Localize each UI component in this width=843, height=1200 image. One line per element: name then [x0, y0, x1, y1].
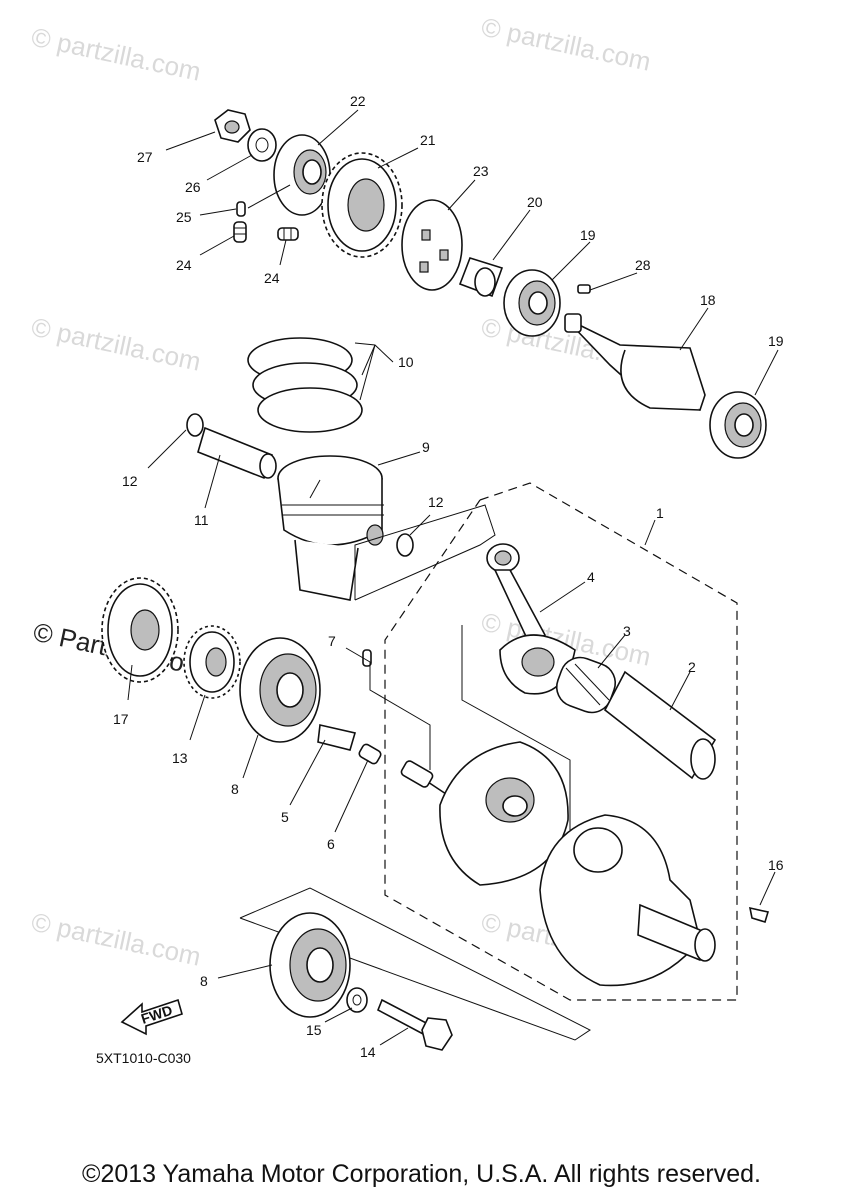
watermark: © partzilla.com: [29, 907, 204, 972]
forward-direction-arrow-icon: FWD: [120, 998, 183, 1036]
callout-19-lower: 19: [768, 333, 784, 349]
callout-12-right: 12: [428, 494, 444, 510]
part-19-bearing-lower: [709, 391, 767, 459]
callout-26: 26: [185, 179, 201, 195]
callout-15: 15: [306, 1022, 322, 1038]
crank-left-half: [400, 741, 569, 886]
part-19-bearing-upper: [503, 269, 561, 337]
callout-28: 28: [635, 257, 651, 273]
callout-27: 27: [137, 149, 153, 165]
part-10-piston-rings: [247, 337, 363, 433]
part-8-bearing-lower: [269, 912, 351, 1018]
callout-24-right: 24: [264, 270, 280, 286]
callout-7: 7: [328, 633, 336, 649]
callout-20: 20: [527, 194, 543, 210]
copyright-notice: ©2013 Yamaha Motor Corporation, U.S.A. A…: [82, 1160, 761, 1188]
part-12-circlip-right: [396, 533, 414, 557]
callout-17: 17: [113, 711, 129, 727]
callout-10: 10: [398, 354, 414, 370]
part-23-plate: [401, 199, 463, 291]
callout-18: 18: [700, 292, 716, 308]
callout-6: 6: [327, 836, 335, 852]
part-4-connecting-rod: [486, 543, 576, 695]
callout-16: 16: [768, 857, 784, 873]
callout-5: 5: [281, 809, 289, 825]
watermark: © partzilla.com: [479, 12, 654, 77]
callout-23: 23: [473, 163, 489, 179]
part-13-gear: [183, 625, 241, 699]
piston-to-rod-outline: [354, 504, 496, 601]
part-22-hub: [273, 134, 331, 216]
part-26-lock-washer: [247, 128, 277, 162]
part-28-key: [577, 284, 591, 294]
part-2-crank-pin: [603, 670, 717, 780]
part-24-spring: [233, 221, 299, 243]
part-9-piston: [277, 455, 384, 601]
lower-assembly-outline: [239, 887, 591, 1041]
callout-12-left: 12: [122, 473, 138, 489]
callout-9: 9: [422, 439, 430, 455]
leader-lines: [127, 109, 779, 1046]
callout-21: 21: [420, 132, 436, 148]
diagram-code: 5XT1010-C030: [96, 1050, 191, 1066]
callout-8-lower: 8: [200, 973, 208, 989]
callout-1: 1: [656, 505, 664, 521]
callout-14: 14: [360, 1044, 376, 1060]
callout-numbers: 22 21 27 26 23 20 19 28 25 24 24 18 19 1…: [113, 93, 784, 1060]
part-20-collar: [458, 257, 504, 298]
part-12-circlip-left: [186, 413, 204, 437]
callout-24-left: 24: [176, 257, 192, 273]
callout-13: 13: [172, 750, 188, 766]
part-25-pin: [236, 201, 246, 217]
part-16-key: [748, 906, 770, 924]
callout-11: 11: [194, 512, 209, 528]
callout-22: 22: [350, 93, 366, 109]
part-5-shaft: [317, 724, 357, 751]
callout-4: 4: [587, 569, 595, 585]
part-14-bolt: [376, 998, 453, 1051]
part-8-bearing-upper: [239, 637, 321, 743]
crank-right-half: [539, 814, 716, 987]
part-27-nut: [214, 109, 251, 143]
watermark: © partzilla.com: [29, 22, 204, 87]
part-15-washer: [346, 987, 368, 1013]
watermark: © partzilla.com: [29, 312, 204, 377]
part-17-gear: [101, 577, 179, 683]
part-21-balancer-driven-gear: [321, 152, 403, 258]
assembly-1-outline: [384, 482, 738, 1001]
callout-2: 2: [688, 659, 696, 675]
callout-8-upper: 8: [231, 781, 239, 797]
callout-25: 25: [176, 209, 192, 225]
part-18-balancer-shaft: [564, 313, 706, 411]
part-11-piston-pin: [197, 426, 277, 480]
callout-3: 3: [623, 623, 631, 639]
callout-19-upper: 19: [580, 227, 596, 243]
part-6-spring: [358, 743, 382, 765]
